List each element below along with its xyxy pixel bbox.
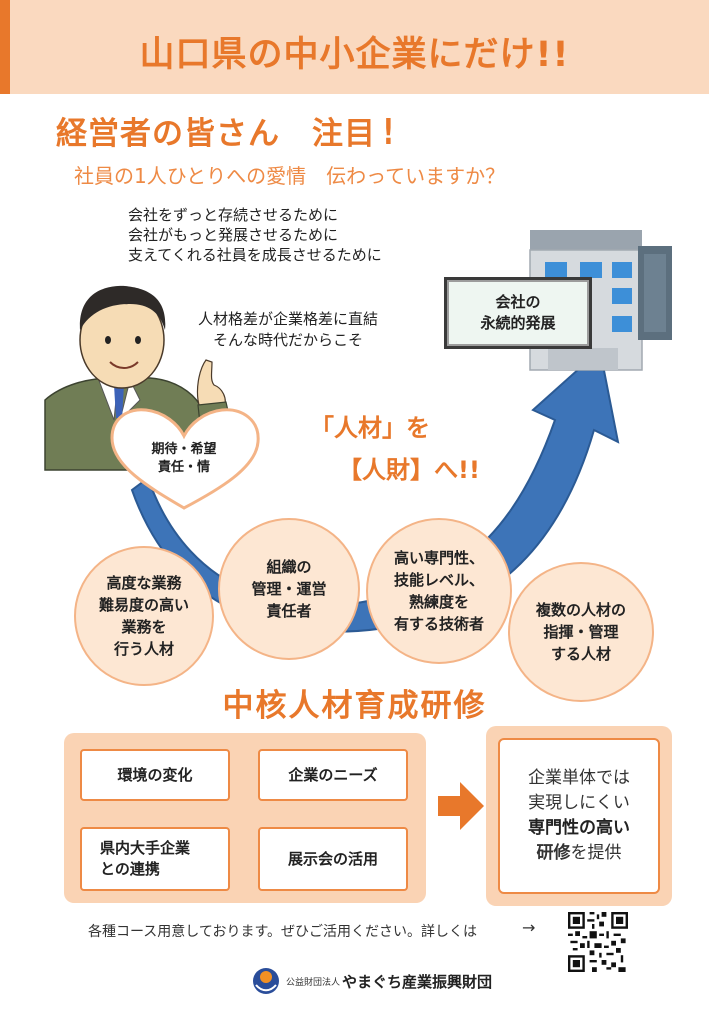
purpose-line: 支えてくれる社員を成長させるために (128, 246, 382, 264)
era-line: そんな時代だからこそ (213, 331, 364, 349)
circle-line: 管理・運営 (251, 580, 327, 598)
heart-text: 期待・希望 責任・情 (128, 441, 240, 477)
headline-text: 経営者の皆さん 注目 (56, 116, 376, 152)
offer-strong-word: 研修 (536, 843, 571, 863)
headline-mark: ! (382, 112, 395, 153)
role-circle-engineer: 高い専門性、 技能レベル、 熟練度を 有する技術者 (366, 518, 512, 664)
org-prefix: 公益財団法人 (286, 977, 341, 988)
circle-line: 熟練度を (408, 593, 469, 611)
footer-note: 各種コース用意しております。ぜひご活用ください。詳しくは (88, 924, 478, 940)
offer-line-strong: 専門性の高い (528, 818, 630, 838)
offer-rest: を提供 (570, 843, 622, 863)
circle-line: 組織の (266, 558, 312, 576)
offer-line: 実現しにくい (528, 793, 630, 813)
company-sign: 会社の 永続的発展 (444, 277, 592, 349)
circle-line: 責任者 (266, 602, 312, 620)
offer-panel: 企業単体では 実現しにくい 専門性の高い 研修を提供 (486, 726, 672, 906)
era-line: 人材格差が企業格差に直結 (198, 310, 379, 328)
factor-label: 企業のニーズ (288, 765, 378, 784)
offer-line: 研修を提供 (537, 841, 622, 866)
organization: 公益財団法人 やまぐち産業振興財団 (254, 966, 492, 996)
offer-line: 企業単体では (528, 768, 630, 788)
circle-line: する人材 (550, 645, 611, 663)
factor-label: 環境の変化 (117, 765, 193, 784)
factor-box-exhibition: 展示会の活用 (258, 827, 408, 891)
factor-box-needs: 企業のニーズ (258, 749, 408, 801)
factor-box-environment: 環境の変化 (80, 749, 230, 801)
foundation-logo-icon (253, 968, 279, 994)
circle-line: 業務を (121, 618, 167, 636)
footer-arrow: → (522, 918, 536, 937)
headline: 経営者の皆さん 注目! (56, 108, 397, 153)
circle-line: 有する技術者 (393, 615, 484, 633)
role-circle-manager: 組織の 管理・運営 責任者 (218, 518, 360, 660)
circle-line: 行う人材 (113, 640, 174, 658)
circle-line: 難易度の高い (98, 596, 189, 614)
role-circle-leader: 複数の人材の 指揮・管理 する人材 (508, 562, 654, 702)
banner-title: 山口県の中小企業にだけ!! (139, 35, 570, 75)
org-name: やまぐち産業振興財団 (342, 972, 493, 991)
top-banner: 山口県の中小企業にだけ!! (0, 0, 709, 94)
role-circle-advanced-work: 高度な業務 難易度の高い 業務を 行う人材 (74, 546, 214, 686)
circle-line: 高度な業務 (106, 574, 182, 592)
qr-code-icon[interactable] (568, 912, 628, 972)
banner-stripe (0, 0, 10, 94)
heart-line: 責任・情 (157, 460, 210, 475)
offer-box: 企業単体では 実現しにくい 専門性の高い 研修を提供 (498, 738, 660, 894)
jinzai-line-2: 【人財】へ!! (338, 456, 480, 484)
arrow-right-icon (438, 782, 484, 830)
factor-box-partnership: 県内大手企業 との連携 (80, 827, 230, 891)
purpose-line: 会社をずっと存続させるために (128, 206, 339, 224)
jinzai-line-1: 「人材」を (310, 414, 430, 442)
era-text: 人材格差が企業格差に直結 そんな時代だからこそ (198, 309, 378, 351)
heart-icon (110, 408, 260, 510)
factor-label: 県内大手企業 (100, 839, 191, 857)
circle-line: 複数の人材の (535, 601, 626, 619)
circle-line: 技能レベル、 (393, 571, 484, 589)
circle-line: 指揮・管理 (543, 623, 619, 641)
factor-label: 展示会の活用 (287, 849, 378, 868)
course-title: 中核人材育成研修 (222, 688, 487, 724)
purpose-line: 会社がもっと発展させるために (128, 226, 339, 244)
factors-panel: 環境の変化 企業のニーズ 県内大手企業 との連携 展示会の活用 (64, 733, 426, 903)
subline: 社員の1人ひとりへの愛情 伝わっていますか？ (74, 164, 506, 188)
purpose-list: 会社をずっと存続させるために 会社がもっと発展させるために 支えてくれる社員を成… (128, 205, 382, 265)
sign-line: 永続的発展 (480, 314, 556, 332)
circle-line: 高い専門性、 (393, 549, 484, 567)
heart-line: 期待・希望 (151, 442, 217, 457)
factor-label: との連携 (100, 860, 160, 878)
sign-line: 会社の (495, 293, 541, 311)
